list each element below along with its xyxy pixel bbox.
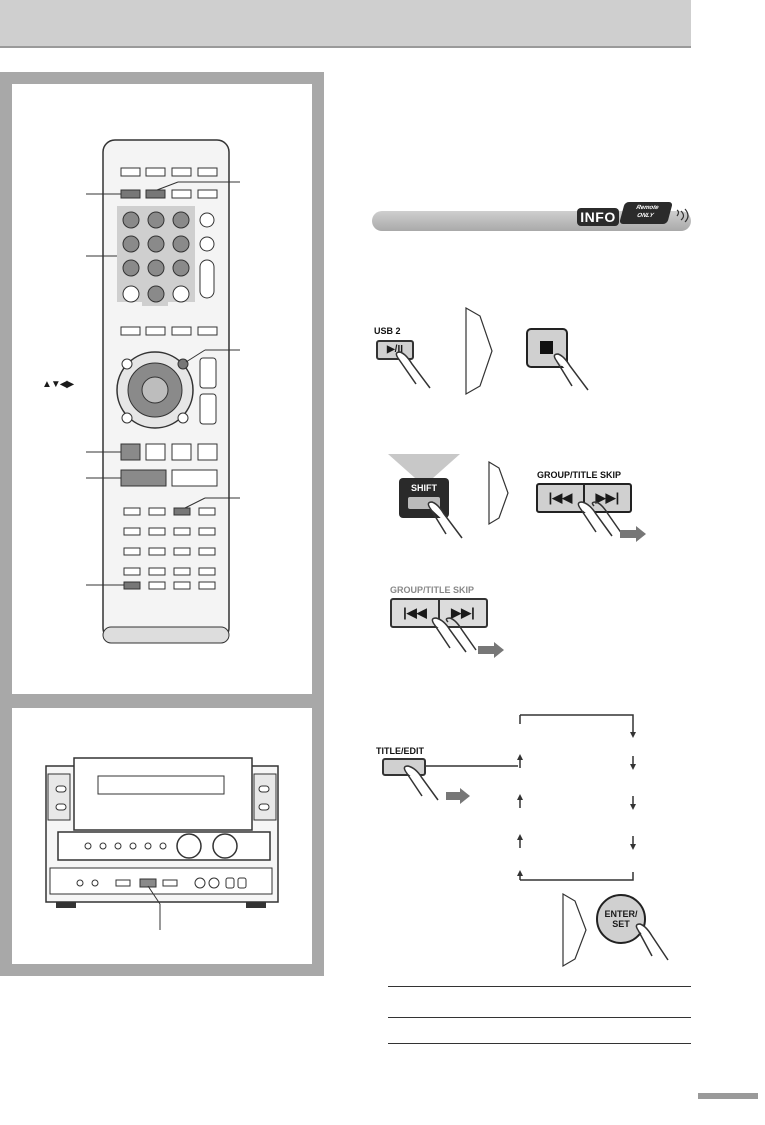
play-pause-button[interactable]: ▶/II [376, 340, 414, 360]
header-bar [0, 0, 691, 48]
finger-press-icon [431, 617, 504, 658]
next-icon[interactable]: ▶▶| [595, 490, 620, 505]
enter-set-line1: ENTER/ [604, 909, 638, 919]
cursor-arrows-label: ▲▼◀▶ [42, 379, 74, 390]
chevron-right-icon [465, 306, 493, 396]
usb2-label: USB 2 [374, 326, 401, 336]
finger-press-icon [553, 353, 589, 391]
remote-control-icon [86, 139, 240, 644]
shift-label: SHIFT [411, 483, 437, 493]
group-title-skip-label-2: GROUP/TITLE SKIP [390, 585, 475, 595]
page-tab [698, 1093, 758, 1099]
finger-press-icon [395, 351, 431, 389]
remote-only-line2: ONLY [636, 213, 655, 219]
enter-set-button[interactable]: ENTER/ SET [596, 894, 646, 944]
group-title-skip-label: GROUP/TITLE SKIP [537, 470, 622, 480]
finger-press-icon [403, 765, 470, 804]
info-badge: INFO [577, 208, 619, 226]
next-icon[interactable]: ▶▶| [451, 605, 475, 620]
chevron-right-icon [488, 460, 509, 526]
chevron-right-icon [562, 892, 587, 968]
table-rule-top [388, 986, 691, 987]
finger-press-icon [427, 501, 463, 539]
stop-icon [540, 341, 553, 354]
remote-only-badge: Remote ONLY [619, 202, 673, 224]
table-rule-bottom [388, 1043, 691, 1044]
enter-set-line2: SET [612, 919, 630, 929]
previous-icon[interactable]: |◀◀ [392, 600, 440, 626]
main-unit-icon [45, 757, 279, 930]
cycle-diagram [424, 714, 636, 881]
arrow-down-icon [388, 454, 460, 486]
table-rule-middle [388, 1017, 691, 1018]
wave-icon [676, 208, 689, 223]
previous-icon[interactable]: |◀◀ [538, 485, 585, 511]
finger-press-icon [577, 501, 646, 542]
remote-only-line1: Remote [635, 205, 660, 211]
finger-press-icon [635, 923, 669, 961]
title-edit-label: TITLE/EDIT [376, 746, 424, 756]
